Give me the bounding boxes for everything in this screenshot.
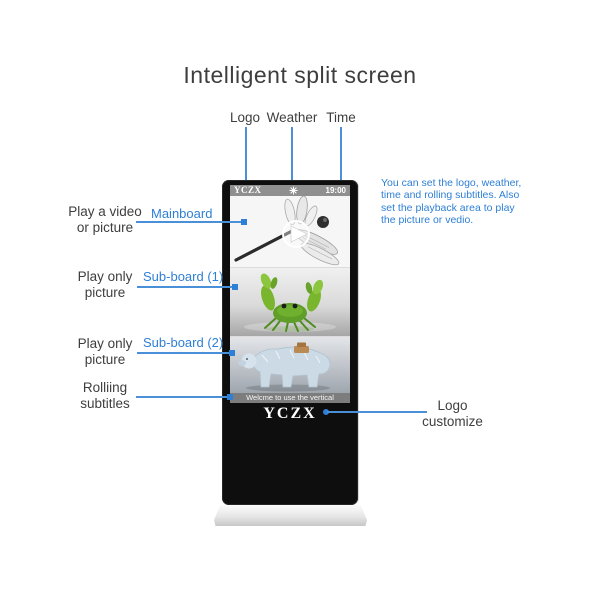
callout-tag-mainboard: Mainboard — [151, 206, 213, 221]
callout-text-mainboard: Play a video or picture — [68, 204, 142, 235]
connector-line-weather — [291, 127, 293, 180]
subboard2-section — [230, 336, 350, 393]
callout-text-logo-customize: Logo customize — [422, 398, 483, 429]
connector-dot-logo-customize — [323, 409, 329, 415]
callout-label-time: Time — [326, 110, 356, 125]
play-icon — [282, 220, 310, 248]
connector-line-time — [340, 127, 342, 180]
connector-line-subtitles — [136, 396, 230, 398]
right-note: You can set the logo, weather, time and … — [381, 177, 522, 226]
subtitle-bar: Welcme to use the vertical — [230, 393, 350, 403]
callout-label-weather: Weather — [266, 110, 318, 125]
callout-text-subboard2: Play only picture — [77, 336, 133, 367]
crab-image — [230, 268, 350, 336]
subtitle-text: Welcme to use the vertical — [246, 393, 334, 402]
connector-endpoint-subboard1 — [232, 284, 238, 290]
mainboard-section — [230, 196, 350, 267]
callout-text-subboard1: Play only picture — [77, 269, 133, 300]
callout-label-logo: Logo — [229, 110, 261, 125]
kiosk-base — [214, 505, 367, 526]
connector-endpoint-subtitles — [227, 394, 233, 400]
connector-endpoint-mainboard — [241, 219, 247, 225]
connector-line-mainboard — [136, 221, 244, 223]
callout-tag-subboard1: Sub-board (1) — [143, 269, 224, 284]
connector-line-subboard1 — [137, 286, 237, 288]
callout-tag-subboard2: Sub-board (2) — [143, 335, 224, 350]
connector-line-logo-customize — [327, 411, 427, 413]
connector-endpoint-subboard2 — [229, 350, 235, 356]
callout-text-subtitles: Rolliing subtitles — [80, 380, 130, 411]
statusbar-brand-logo: YCZX — [234, 185, 262, 195]
page-title: Intelligent split screen — [183, 62, 417, 88]
bezel-logo: YCZX — [263, 405, 317, 422]
connector-line-logo — [245, 127, 247, 180]
status-bar: YCZX 19:00 — [230, 185, 350, 196]
weather-icon — [289, 185, 298, 196]
connector-line-subboard2 — [137, 352, 233, 354]
mainboard-image — [230, 196, 350, 267]
kiosk-screen: YCZX 19:00 — [230, 185, 350, 403]
subboard1-section — [230, 267, 350, 336]
statusbar-time: 19:00 — [325, 186, 346, 195]
bear-image — [230, 337, 350, 393]
